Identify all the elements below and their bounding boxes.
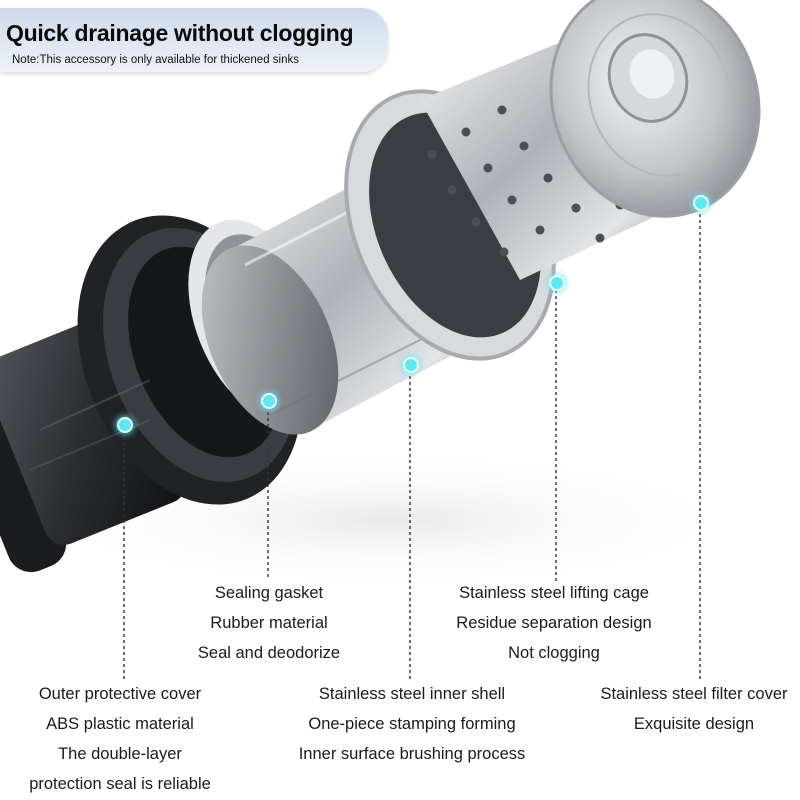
label-line: Stainless steel inner shell [318, 685, 506, 703]
label-line: Exquisite design [633, 715, 755, 733]
filter-cover-label: Stainless steel filter cover Exquisite d… [590, 679, 798, 739]
filter-cover-shape [549, 0, 761, 218]
label-line: Stainless steel lifting cage [459, 584, 649, 602]
label-line: ABS plastic material [46, 715, 194, 733]
callout-dot-icon [693, 195, 709, 211]
lifting-cage-label: Stainless steel lifting cage Residue sep… [434, 578, 674, 668]
callout-lines [123, 208, 701, 682]
label-line: Seal and deodorize [197, 644, 341, 662]
inner-shell-shape [201, 89, 556, 435]
outer-cover-shape [0, 215, 303, 573]
title-banner [0, 8, 388, 72]
label-line: Sealing gasket [214, 584, 324, 602]
page-title: Quick drainage without clogging [6, 20, 354, 46]
callout-dot-icon [261, 393, 277, 409]
sealing-gasket-label: Sealing gasket Rubber material Seal and … [169, 578, 369, 668]
callout-dot-icon [403, 357, 419, 373]
label-line: protection seal is reliable [29, 775, 211, 793]
label-line: Outer protective cover [38, 685, 202, 703]
callout-dot-icon [117, 417, 133, 433]
label-line: Inner surface brushing process [298, 745, 526, 763]
outer-cover-label: Outer protective cover ABS plastic mater… [10, 679, 230, 799]
inner-shell-label: Stainless steel inner shell One-piece st… [287, 679, 537, 769]
compatibility-note: Note:This accessory is only available fo… [12, 54, 299, 66]
label-line: Residue separation design [456, 614, 652, 632]
label-line: Rubber material [210, 614, 328, 632]
label-line: The double-layer [58, 745, 182, 763]
label-line: Stainless steel filter cover [600, 685, 788, 703]
label-line: One-piece stamping forming [308, 715, 516, 733]
label-line: Not clogging [508, 644, 600, 662]
callout-dot-icon [549, 275, 565, 291]
